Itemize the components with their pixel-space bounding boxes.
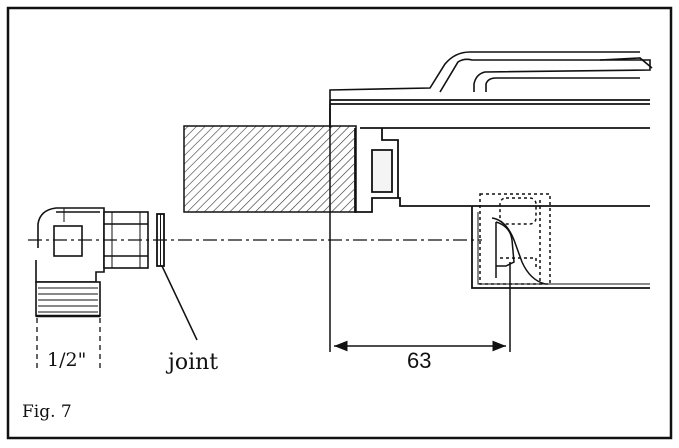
lever-handle (329, 51, 653, 100)
valve-housing (329, 99, 650, 289)
figure-frame (6, 6, 673, 440)
joint-leader (161, 265, 198, 341)
pipe-size-label: 1/2" (47, 349, 86, 371)
figure-caption: Fig. 7 (22, 402, 72, 422)
hatched-block (183, 125, 357, 213)
dimension-label: 63 (407, 348, 431, 373)
elbow-fitting (35, 207, 149, 318)
joint-label: joint (165, 350, 218, 375)
outlet-port (479, 193, 551, 285)
dimension-63 (329, 104, 511, 352)
